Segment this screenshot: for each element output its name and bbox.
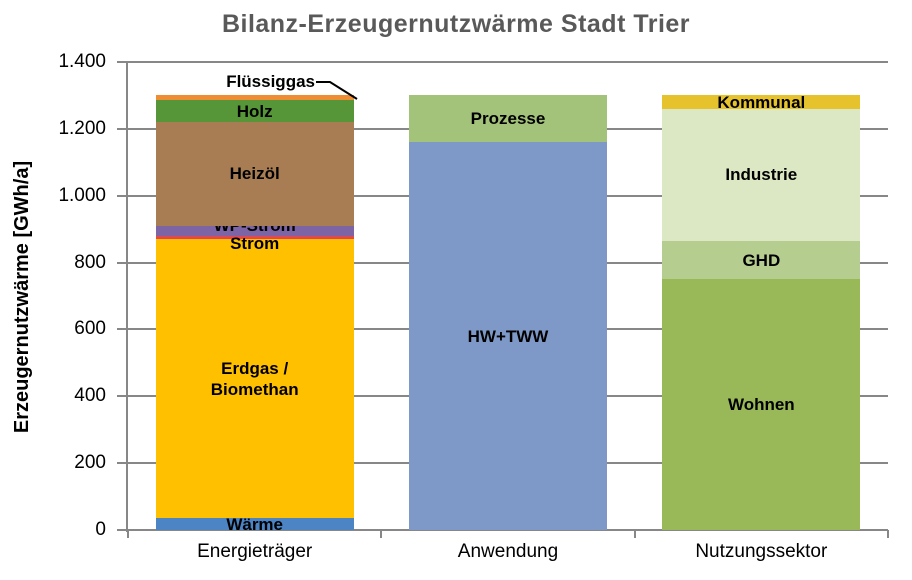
category-label: Energieträger (197, 541, 313, 562)
y-tick-label: 600 (74, 318, 106, 340)
y-axis-tick (117, 261, 128, 264)
bar-segment (155, 239, 354, 519)
x-axis-tick (380, 530, 383, 538)
callout-leader-line (316, 81, 358, 100)
x-axis-tick (127, 530, 129, 538)
bar-segment (662, 95, 861, 109)
x-axis-tick (633, 530, 636, 538)
y-axis-line (126, 62, 128, 532)
y-tick-label: 0 (95, 519, 106, 540)
bar-segment (662, 108, 861, 241)
bar-segment (662, 240, 861, 280)
x-axis-tick (887, 530, 889, 538)
bar-segment (409, 142, 607, 530)
y-tick-label: 1.000 (58, 184, 106, 206)
chart-title: Bilanz-Erzeugernutzwärme Stadt Trier (221, 10, 691, 38)
y-tick-label: 400 (74, 385, 106, 407)
bar-segment (155, 518, 354, 530)
category-label: Nutzungssektor (695, 541, 828, 562)
bar-segment (155, 100, 354, 123)
y-tick-label: 1.400 (58, 51, 106, 72)
bar-segment (409, 95, 607, 143)
category-label: Anwendung (457, 541, 559, 562)
y-tick-label: 200 (74, 452, 106, 474)
y-tick-label: 1.200 (58, 117, 106, 139)
y-axis-tick (117, 328, 128, 331)
y-axis-title: Erzeugernutzwärme [GWh/a] (11, 160, 33, 434)
bar-segment (155, 122, 354, 226)
y-axis-tick (117, 194, 128, 197)
y-axis-tick (117, 462, 128, 465)
y-axis-tick (117, 395, 128, 398)
y-axis-tick (117, 529, 128, 531)
y-axis-tick (117, 127, 128, 130)
bar-segment (662, 279, 861, 530)
bar-segment (155, 235, 354, 240)
bar-segment (155, 95, 354, 101)
y-axis-tick (117, 61, 128, 63)
callout-label: Flüssiggas (226, 72, 315, 91)
gridline (128, 529, 888, 531)
y-tick-label: 800 (74, 251, 106, 273)
gridline (128, 61, 888, 63)
bar-segment (155, 225, 354, 236)
